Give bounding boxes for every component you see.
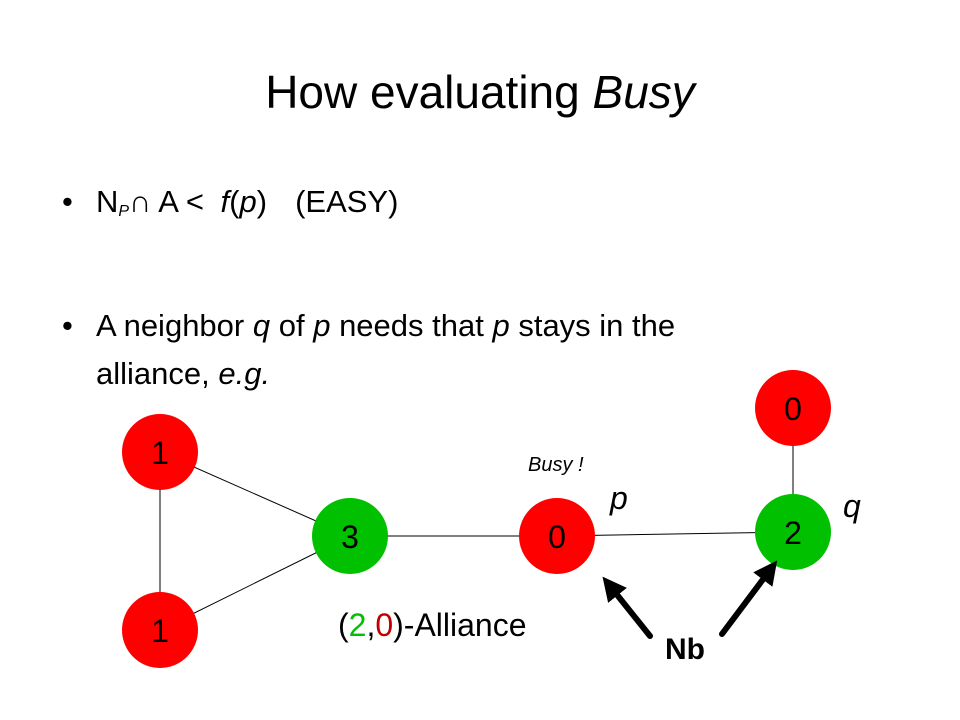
alliance-num2: 0 bbox=[375, 607, 393, 643]
nb-label: Nb bbox=[665, 633, 705, 666]
bullet-dot: • bbox=[62, 184, 73, 219]
paren-open: ( bbox=[229, 184, 240, 219]
alliance-label: (2,0)-Alliance bbox=[338, 607, 527, 643]
title-emph: Busy bbox=[592, 66, 695, 118]
slide-title: How evaluating Busy bbox=[0, 62, 960, 122]
n-subscript: P bbox=[118, 203, 130, 220]
node-label: 3 bbox=[341, 519, 359, 555]
node-label: 2 bbox=[784, 515, 802, 551]
text-part: alliance, bbox=[96, 356, 219, 391]
arrow-to-q bbox=[719, 560, 778, 637]
bullet-1-text: NP∩ A < f(p) (EASY) bbox=[96, 182, 398, 232]
text-part: A neighbor bbox=[96, 308, 253, 343]
title-main: How evaluating bbox=[265, 66, 593, 118]
node-2-q: 2 bbox=[755, 494, 831, 570]
node-0-p: 0 bbox=[519, 498, 595, 574]
text-part: stays in the bbox=[509, 308, 676, 343]
node-circle bbox=[312, 498, 388, 574]
bullet-2-line2: alliance, e.g. bbox=[96, 354, 270, 394]
text-part: needs that bbox=[330, 308, 493, 343]
easy-label: (EASY) bbox=[295, 184, 399, 219]
bullet-dot: • bbox=[62, 308, 73, 343]
text-part: of bbox=[270, 308, 314, 343]
node-circle bbox=[755, 494, 831, 570]
edge-0-2 bbox=[556, 531, 794, 537]
node-0-top: 0 bbox=[755, 370, 831, 446]
eg-text: e.g. bbox=[218, 356, 271, 391]
alliance-num1: 2 bbox=[349, 607, 367, 643]
node-label: 1 bbox=[151, 613, 169, 649]
p-symbol: p bbox=[239, 184, 257, 219]
arrow-to-p bbox=[602, 576, 653, 639]
node-3: 3 bbox=[312, 498, 388, 574]
alliance-open: ( bbox=[338, 607, 349, 643]
node-circle bbox=[755, 370, 831, 446]
node-circle bbox=[519, 498, 595, 574]
node-circle bbox=[122, 414, 198, 490]
node-label: 1 bbox=[151, 435, 169, 471]
node-1-bottom: 1 bbox=[122, 592, 198, 668]
node-1-top: 1 bbox=[122, 414, 198, 490]
p-symbol: p bbox=[313, 308, 331, 343]
q-symbol: q bbox=[252, 308, 271, 343]
n-symbol: N bbox=[96, 184, 119, 219]
q-label: q bbox=[843, 488, 861, 524]
node-circle bbox=[122, 592, 198, 668]
busy-label: Busy ! bbox=[528, 454, 584, 476]
alliance-close: )-Alliance bbox=[393, 607, 526, 643]
paren-close: ) bbox=[256, 184, 268, 219]
node-label: 0 bbox=[548, 519, 566, 555]
f-symbol: f bbox=[220, 184, 230, 219]
p-label: p bbox=[609, 480, 628, 516]
bullet-2-text: A neighbor q of p needs that p stays in … bbox=[96, 306, 675, 346]
alliance-comma: , bbox=[366, 607, 375, 643]
cap-a: ∩ A < bbox=[129, 184, 213, 219]
p-symbol: p bbox=[492, 308, 510, 343]
node-label: 0 bbox=[784, 391, 802, 427]
